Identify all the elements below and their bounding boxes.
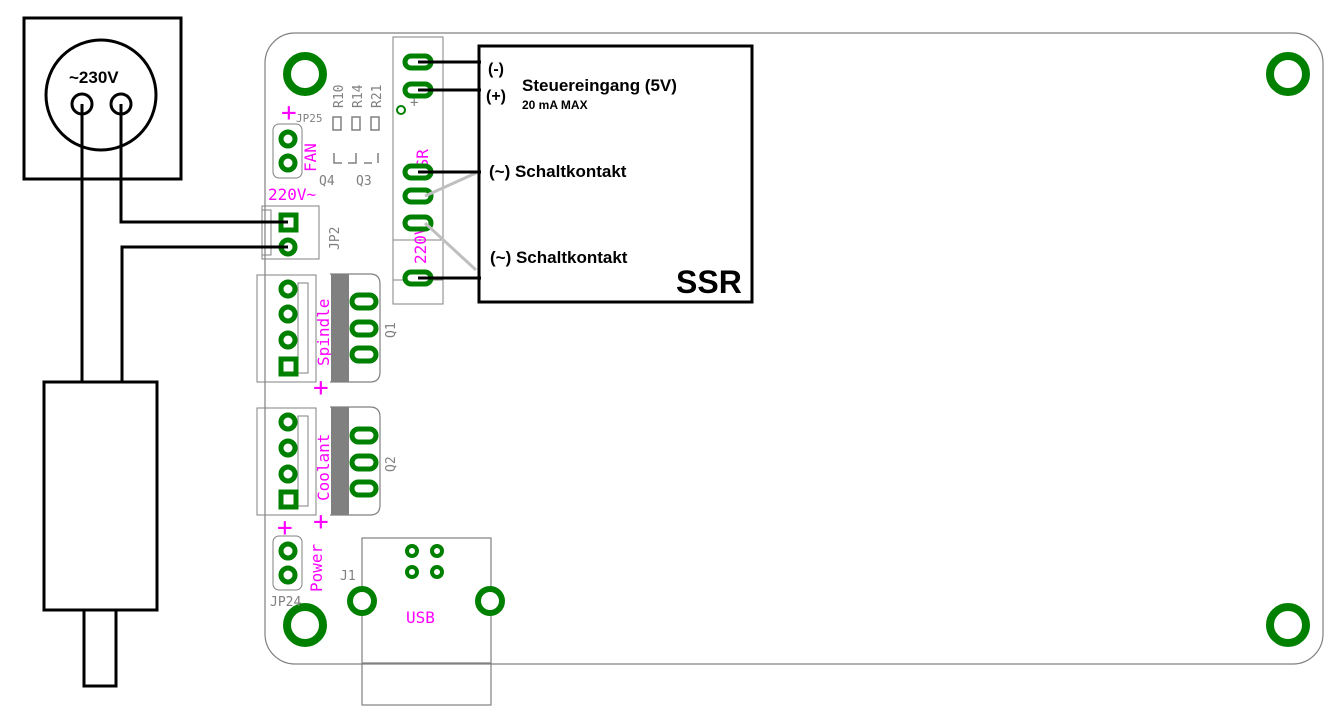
usb-connector-outline bbox=[361, 537, 492, 706]
ssr-traces bbox=[423, 171, 478, 272]
spindle-pad bbox=[278, 279, 298, 299]
spindle-pad bbox=[278, 330, 298, 350]
spindle-pad-square bbox=[278, 356, 299, 377]
outlet-label: ~230V bbox=[69, 68, 119, 87]
coolant-label: Coolant bbox=[314, 434, 333, 501]
q2-pad bbox=[349, 453, 379, 472]
pcb-board bbox=[264, 32, 1324, 665]
coolant-connector-outline bbox=[256, 407, 317, 516]
spindle-connector-outline bbox=[256, 274, 317, 383]
q1-pad bbox=[349, 345, 379, 364]
coolant-pad bbox=[278, 438, 298, 458]
ssr-input-label: Steuereingang (5V) bbox=[522, 76, 677, 95]
power-plus-label: + bbox=[277, 513, 293, 543]
q2-outline bbox=[330, 406, 381, 516]
usb-label: USB bbox=[406, 608, 435, 627]
ssr-contact-2: (~) Schaltkontakt bbox=[490, 248, 628, 267]
power-pad bbox=[278, 541, 298, 561]
spindle-plus: + bbox=[313, 373, 329, 403]
q4-label: Q4 bbox=[319, 174, 335, 189]
ssr-box bbox=[477, 44, 754, 304]
power-pads bbox=[278, 541, 298, 585]
power-label: Power bbox=[307, 543, 326, 592]
ssr-pad bbox=[402, 214, 434, 232]
power-supply-box bbox=[42, 380, 159, 612]
mounting-hole bbox=[283, 52, 327, 96]
220v-label: 220V~ bbox=[268, 185, 316, 204]
r14-label: R14 bbox=[351, 84, 366, 108]
mounting-holes bbox=[283, 52, 1310, 647]
jp2-inner-outline bbox=[261, 209, 272, 256]
q3-label: Q3 bbox=[356, 174, 372, 189]
spindle-label: Spindle bbox=[314, 299, 333, 366]
fan-label: FAN bbox=[301, 143, 320, 172]
j1-label: J1 bbox=[340, 569, 356, 584]
fan-pad bbox=[278, 153, 298, 173]
q1-label: Q1 bbox=[384, 322, 399, 338]
coolant-pad bbox=[278, 464, 298, 484]
spindle-pads bbox=[278, 279, 299, 377]
usb-pad bbox=[430, 565, 444, 579]
fan-plus-label: + bbox=[281, 98, 297, 128]
power-connector-outline bbox=[272, 535, 303, 591]
coolant-pads bbox=[278, 412, 299, 510]
ssr-wires bbox=[418, 60, 481, 280]
smd-resistor bbox=[332, 116, 342, 131]
smd-resistor bbox=[351, 116, 361, 131]
usb-pad bbox=[405, 565, 419, 579]
r10-label: R10 bbox=[332, 85, 347, 108]
power-supply-plug bbox=[82, 608, 118, 688]
q1-pad bbox=[349, 292, 379, 311]
mounting-hole bbox=[1266, 52, 1310, 96]
power-pad bbox=[278, 565, 298, 585]
ssr-input-note: 20 mA MAX bbox=[522, 98, 588, 112]
ssr-silk-plus: + bbox=[410, 95, 418, 111]
q2-pad bbox=[349, 479, 379, 498]
usb-pads bbox=[405, 544, 444, 579]
coolant-connector-inner bbox=[297, 415, 309, 507]
usb-pad bbox=[405, 544, 419, 558]
mounting-hole bbox=[1266, 603, 1310, 647]
spindle-connector-inner bbox=[297, 282, 309, 374]
ssr-title: SSR bbox=[676, 264, 742, 300]
mains-wires bbox=[80, 104, 288, 384]
smd-resistor bbox=[370, 116, 380, 131]
coolant-plus: + bbox=[313, 507, 329, 537]
usb-shield-pad bbox=[475, 586, 505, 616]
smd-resistors bbox=[332, 116, 380, 131]
fan-connector-outline bbox=[272, 123, 303, 179]
spindle-pad bbox=[278, 304, 298, 324]
coolant-pad bbox=[278, 412, 298, 432]
q1-pads bbox=[349, 292, 379, 364]
jp25-label: JP25 bbox=[296, 112, 323, 125]
usb-shield-pad bbox=[347, 586, 377, 616]
ssr-pin1-marker bbox=[396, 105, 406, 115]
ssr-input-plus: (+) bbox=[486, 88, 506, 105]
q1-tab bbox=[331, 274, 349, 382]
fan-pad bbox=[278, 129, 298, 149]
jp2-label: JP2 bbox=[328, 227, 343, 250]
jp24-label: JP24 bbox=[270, 595, 301, 610]
q4-q3-marks bbox=[333, 153, 379, 164]
r21-label: R21 bbox=[370, 85, 385, 108]
coolant-pad-square bbox=[278, 489, 299, 510]
mounting-hole bbox=[283, 603, 327, 647]
q2-pad bbox=[349, 426, 379, 445]
fan-pads bbox=[278, 129, 298, 173]
q2-tab bbox=[331, 407, 349, 515]
q2-label: Q2 bbox=[384, 456, 399, 472]
q1-pad bbox=[349, 319, 379, 338]
ssr-input-minus: (-) bbox=[488, 61, 504, 78]
ssr-contact-1: (~) Schaltkontakt bbox=[489, 162, 627, 181]
usb-shield-pads bbox=[347, 586, 505, 616]
q1-outline bbox=[330, 273, 381, 383]
q2-pads bbox=[349, 426, 379, 498]
outlet-face bbox=[44, 38, 158, 152]
ssr-pad bbox=[402, 187, 434, 205]
usb-pad bbox=[430, 544, 444, 558]
